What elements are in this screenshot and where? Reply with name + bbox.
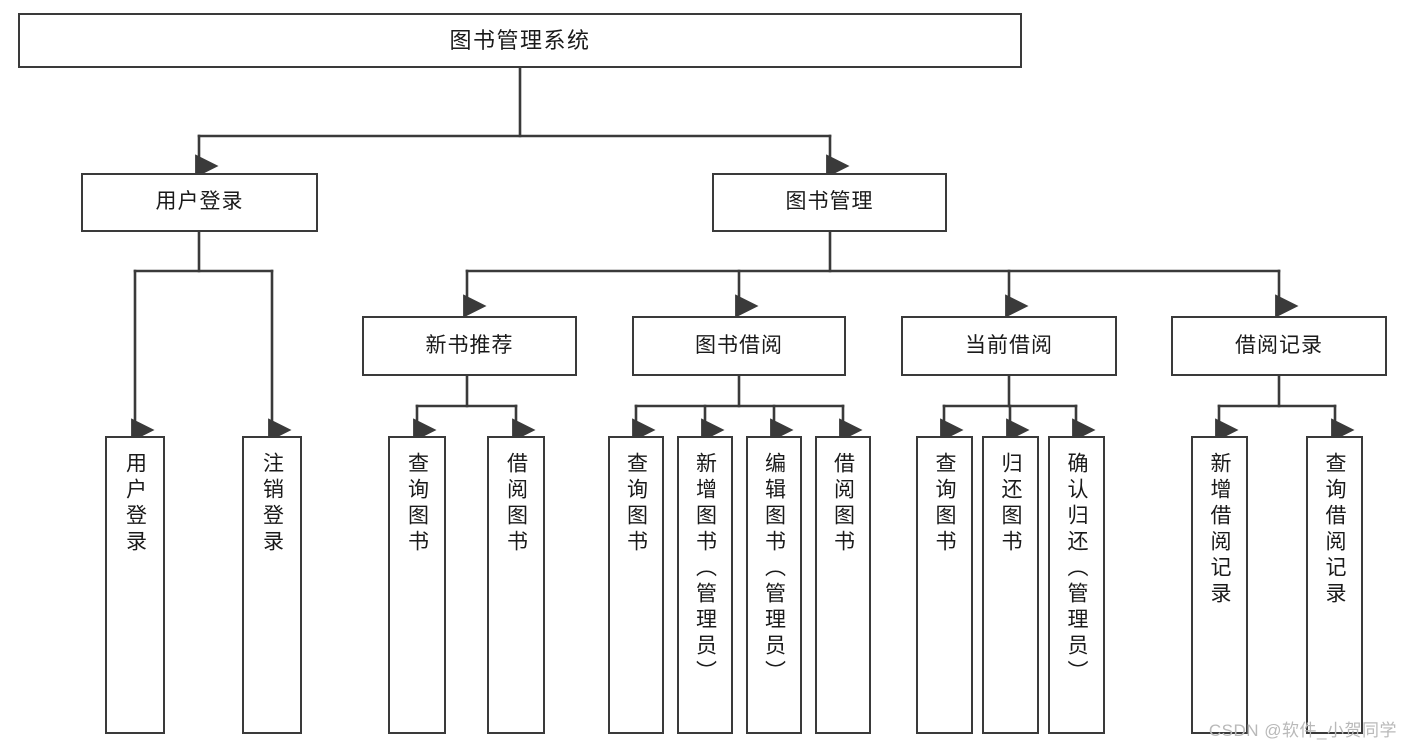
node-label: 借阅图书 bbox=[504, 452, 528, 556]
node-root-system[interactable]: 图书管理系统 bbox=[18, 13, 1022, 68]
node-label: 图书借阅 bbox=[695, 333, 783, 357]
leaf-edit-book[interactable]: 编辑图书（管理员） bbox=[746, 436, 802, 734]
node-label: 用户登录 bbox=[155, 190, 244, 214]
node-label: 用户登录 bbox=[123, 452, 147, 556]
node-label: 新增图书（管理员） bbox=[693, 452, 717, 686]
leaf-add-record[interactable]: 新增借阅记录 bbox=[1191, 436, 1248, 734]
leaf-query-book-1[interactable]: 查询图书 bbox=[388, 436, 446, 734]
node-label: 查询图书 bbox=[405, 452, 429, 556]
node-label: 图书管理 bbox=[785, 190, 874, 214]
leaf-borrow-book-1[interactable]: 借阅图书 bbox=[487, 436, 545, 734]
node-label: 当前借阅 bbox=[965, 333, 1053, 357]
leaf-user-logout[interactable]: 注销登录 bbox=[242, 436, 302, 734]
leaf-query-record[interactable]: 查询借阅记录 bbox=[1306, 436, 1363, 734]
node-label: 新增借阅记录 bbox=[1208, 452, 1231, 608]
node-current-borrow[interactable]: 当前借阅 bbox=[901, 316, 1117, 376]
node-label: 编辑图书（管理员） bbox=[762, 452, 786, 686]
node-label: 确认归还（管理员） bbox=[1065, 452, 1088, 686]
node-label: 查询图书 bbox=[933, 452, 956, 556]
leaf-return-book[interactable]: 归还图书 bbox=[982, 436, 1039, 734]
leaf-query-book-3[interactable]: 查询图书 bbox=[916, 436, 973, 734]
node-new-book-rec[interactable]: 新书推荐 bbox=[362, 316, 577, 376]
node-label: 查询借阅记录 bbox=[1323, 452, 1346, 608]
node-label: 归还图书 bbox=[999, 452, 1022, 556]
node-label: 查询图书 bbox=[624, 452, 648, 556]
node-label: 借阅记录 bbox=[1235, 333, 1323, 357]
leaf-user-login[interactable]: 用户登录 bbox=[105, 436, 165, 734]
node-label: 注销登录 bbox=[260, 452, 284, 556]
node-label: 新书推荐 bbox=[425, 333, 514, 357]
node-label: 借阅图书 bbox=[831, 452, 855, 556]
node-borrow-record[interactable]: 借阅记录 bbox=[1171, 316, 1387, 376]
leaf-confirm-return[interactable]: 确认归还（管理员） bbox=[1048, 436, 1105, 734]
node-book-borrow[interactable]: 图书借阅 bbox=[632, 316, 846, 376]
node-label: 图书管理系统 bbox=[449, 27, 591, 53]
node-book-manage[interactable]: 图书管理 bbox=[712, 173, 947, 232]
node-user-login[interactable]: 用户登录 bbox=[81, 173, 318, 232]
leaf-add-book[interactable]: 新增图书（管理员） bbox=[677, 436, 733, 734]
leaf-borrow-book-2[interactable]: 借阅图书 bbox=[815, 436, 871, 734]
leaf-query-book-2[interactable]: 查询图书 bbox=[608, 436, 664, 734]
